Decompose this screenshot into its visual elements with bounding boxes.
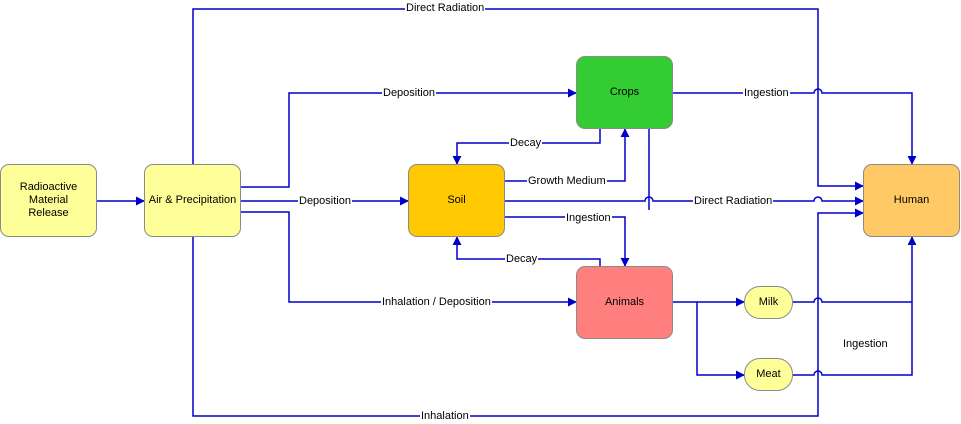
label-inhalation: Inhalation [420, 410, 470, 422]
edge-direct-radiation-top [192, 8, 864, 191]
label-decay-animals: Decay [505, 253, 539, 265]
node-animals: Animals [576, 266, 673, 339]
edge-meat-human [793, 302, 913, 376]
node-meat: Meat [744, 358, 793, 391]
label-ingestion-crops: Ingestion [743, 87, 790, 99]
label-growth-medium: Growth Medium [527, 175, 607, 187]
node-release: Radioactive Material Release [0, 164, 97, 237]
label-ingestion-products: Ingestion [842, 338, 889, 350]
label-deposition-crops: Deposition [382, 87, 436, 99]
label-deposition-soil: Deposition [298, 195, 352, 207]
node-air-precipitation: Air & Precipitation [144, 164, 241, 237]
edge-direct-radiation-soil [505, 196, 864, 206]
label-direct-radiation-top: Direct Radiation [405, 2, 486, 14]
label-decay-crops: Decay [509, 137, 543, 149]
label-inhalation-deposition: Inhalation / Deposition [381, 296, 492, 308]
edge-milk-human [793, 236, 917, 303]
edge-animals-meat [696, 302, 745, 380]
edge-inhalation [192, 208, 864, 417]
label-direct-radiation-soil: Direct Radiation [693, 195, 774, 207]
edge-crops-human [673, 88, 917, 165]
node-human: Human [863, 164, 960, 237]
edge-soil-animals [505, 216, 630, 267]
label-ingestion-soil: Ingestion [565, 212, 612, 224]
node-milk: Milk [744, 286, 793, 319]
node-soil: Soil [408, 164, 505, 237]
node-crops: Crops [576, 56, 673, 129]
